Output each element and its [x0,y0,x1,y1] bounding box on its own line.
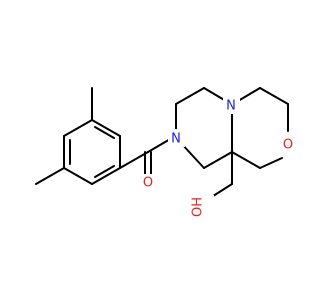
bond [237,87,261,102]
bond [231,151,261,169]
methyl-bond-bottom [35,167,65,185]
bond [119,151,149,169]
molecule-diagram: N N O O OH [35,87,294,218]
bridgehead-nitrogen-label: N [226,99,236,114]
bond [63,119,93,137]
bond [259,87,289,105]
methyl-groups [35,87,93,185]
morpholine-ring [231,87,289,169]
double-bond-inner [94,126,115,139]
bond [203,87,227,102]
bond [175,87,205,105]
amide-nitrogen-label: N [171,132,181,147]
carbonyl-group [119,137,173,176]
bond [91,167,121,185]
hydroxyl-label: OH [191,197,206,217]
ring-oxygen-label: O [283,138,293,153]
carbonyl-oxygen-label: O [143,176,153,191]
bond [63,167,93,185]
bond [259,157,283,169]
benzene-ring [63,119,121,185]
bond [91,119,121,137]
double-bond-inner [94,165,115,178]
structure-canvas: N N O O OH [35,87,294,218]
bond [203,151,233,169]
